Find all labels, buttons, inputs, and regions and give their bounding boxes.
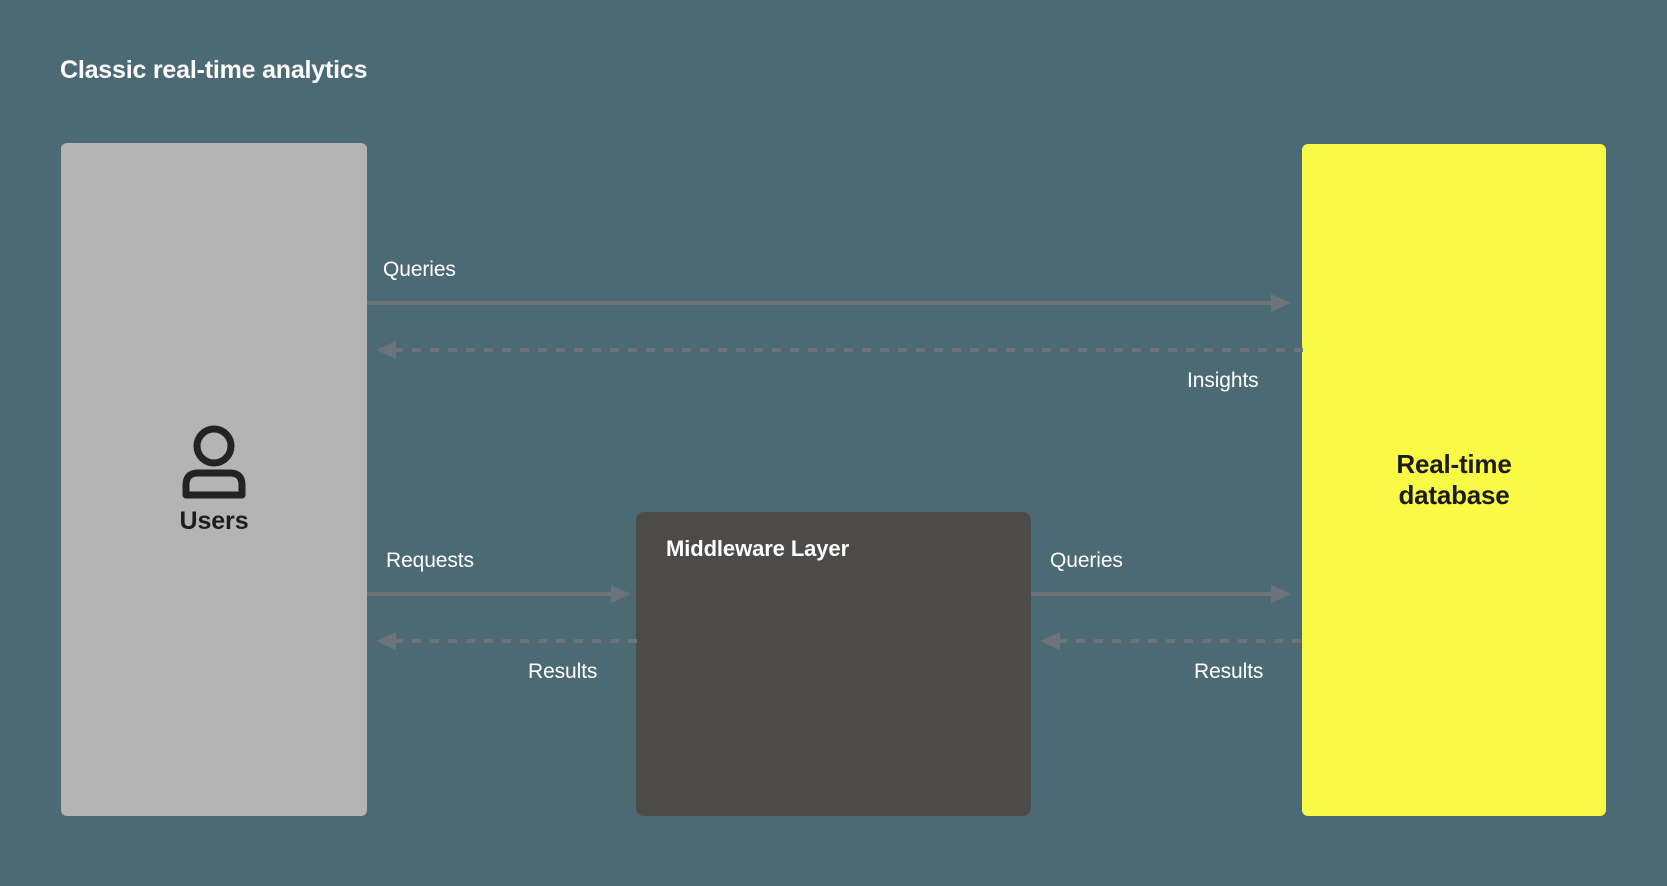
node-database-label-line2: database (1398, 480, 1510, 510)
page-title: Classic real-time analytics (60, 56, 368, 84)
user-icon (182, 425, 246, 499)
edge-label-results-database-middleware: Results (1194, 660, 1264, 683)
edge-database-to-users-insights (376, 339, 1310, 361)
edge-users-to-database-queries (367, 292, 1291, 314)
node-users-content: Users (61, 143, 367, 816)
node-middleware[interactable]: Middleware Layer (636, 512, 1031, 816)
node-users[interactable]: Users (61, 143, 367, 816)
edge-middleware-to-users-results (376, 630, 640, 652)
node-database[interactable]: Real-time database (1302, 144, 1606, 816)
edge-label-requests: Requests (386, 549, 474, 572)
node-users-label: Users (179, 507, 249, 535)
node-middleware-label: Middleware Layer (666, 536, 850, 561)
edge-database-to-middleware-results (1040, 630, 1310, 652)
edge-label-results-middleware-users: Results (528, 660, 598, 683)
edge-label-queries-middleware-database: Queries (1050, 549, 1123, 572)
edge-label-queries-users-database: Queries (383, 258, 456, 281)
node-database-label-line1: Real-time (1396, 448, 1512, 479)
node-database-label: Real-time database (1302, 144, 1606, 816)
edge-label-insights: Insights (1187, 369, 1259, 392)
edge-users-to-middleware-requests (367, 583, 631, 605)
edge-middleware-to-database-queries (1031, 583, 1291, 605)
